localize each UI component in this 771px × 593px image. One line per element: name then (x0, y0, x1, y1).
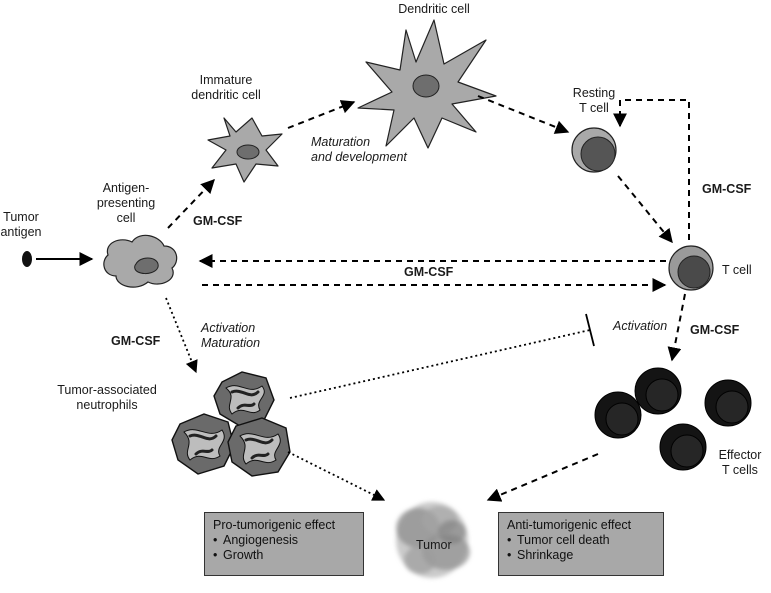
arrow-effector-to-tumor (486, 453, 599, 502)
dendritic-cell (357, 19, 497, 149)
arrows (165, 95, 690, 502)
pro-tumorigenic-title: Pro-tumorigenic effect (213, 518, 336, 532)
effector-t-cells (594, 367, 752, 471)
inhibition-neutrophils-to-activation (289, 329, 591, 399)
gmcsf-neutrophil-label: GM-CSF (111, 334, 161, 348)
t-cell-label: T cell (722, 263, 752, 277)
anti-tumorigenic-box: Anti-tumorigenic effect Tumor cell death… (498, 512, 664, 576)
arrow-t-cell-feedback (613, 99, 690, 240)
arrow-t-cell-to-effector (667, 293, 686, 362)
antigen-presenting-cell (103, 234, 178, 288)
anti-item-shrinkage: Shrinkage (507, 548, 655, 563)
resting-t-cell (571, 127, 617, 173)
effector-t-cell-2 (594, 391, 642, 439)
immature-dendritic-cell (207, 117, 283, 183)
effector-t-cell-1 (634, 367, 682, 415)
gmcsf-effector-label: GM-CSF (690, 323, 740, 337)
gmcsf-apc-to-dc-label: GM-CSF (193, 214, 243, 228)
inhibition-bar (585, 313, 595, 347)
anti-item-tumor-cell-death: Tumor cell death (507, 533, 655, 548)
tumor-antigen-dot (22, 251, 32, 267)
arrow-immature-to-dc (287, 100, 356, 129)
effector-t-cell-3 (704, 379, 752, 427)
pro-tumorigenic-list: Angiogenesis Growth (213, 533, 355, 563)
tumor-mass (396, 502, 470, 578)
arrow-apc-to-neutrophils (165, 297, 198, 374)
activation-label: Activation (613, 319, 668, 333)
arrow-resting-to-t-cell (617, 175, 673, 244)
dendritic-cell-label: Dendritic cell (398, 2, 470, 16)
neutrophil-2 (171, 413, 235, 475)
neutrophil-1 (213, 371, 275, 427)
tumor-label: Tumor (416, 538, 452, 552)
gmcsf-t-cell-feedback-label: GM-CSF (702, 182, 752, 196)
anti-tumorigenic-list: Tumor cell death Shrinkage (507, 533, 655, 563)
pro-item-angiogenesis: Angiogenesis (213, 533, 355, 548)
effector-t-cell-4 (659, 423, 707, 471)
pro-tumorigenic-box: Pro-tumorigenic effect Angiogenesis Grow… (204, 512, 364, 576)
arrow-apc-to-immature-dc (167, 178, 215, 229)
pro-item-growth: Growth (213, 548, 355, 563)
arrow-neutrophils-to-tumor (287, 451, 386, 501)
t-cell (668, 245, 714, 291)
arrow-dc-to-resting-t (477, 95, 570, 134)
neutrophil-3 (227, 417, 291, 477)
anti-tumorigenic-title: Anti-tumorigenic effect (507, 518, 632, 532)
gmcsf-apc-t-cell-label: GM-CSF (404, 265, 454, 279)
tumor-associated-neutrophils (171, 371, 291, 477)
